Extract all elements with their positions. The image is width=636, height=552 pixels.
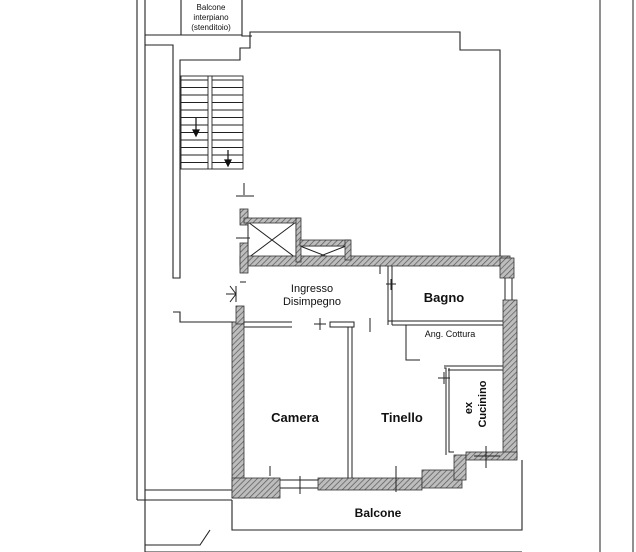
staircase bbox=[180, 75, 244, 170]
ex-cucinino-label-2: Cucinino bbox=[477, 380, 489, 427]
ingresso-label: Ingresso bbox=[291, 283, 333, 295]
balcone-interpiano-box bbox=[180, 0, 243, 36]
camera-label: Camera bbox=[271, 410, 319, 425]
balcone-interpiano-label-2: interpiano bbox=[193, 13, 229, 22]
balcone-interpiano-label-3: (stenditoio) bbox=[191, 23, 231, 32]
entrance-door-symbol bbox=[226, 285, 237, 303]
page-frame bbox=[599, 0, 634, 552]
angolo-cottura-label: Ang. Cottura bbox=[425, 329, 476, 339]
disimpegno-label: Disimpegno bbox=[283, 296, 341, 308]
apartment-walls bbox=[231, 208, 518, 499]
balcone-label: Balcone bbox=[355, 506, 402, 520]
bagno-label: Bagno bbox=[424, 290, 465, 305]
ex-cucinino-label: ex bbox=[463, 401, 475, 414]
internal-walls bbox=[244, 266, 513, 478]
openings bbox=[236, 183, 500, 494]
stair-arrows bbox=[192, 118, 232, 168]
balcone-interpiano-label: Balcone bbox=[197, 3, 226, 12]
tinello-label: Tinello bbox=[381, 410, 423, 425]
